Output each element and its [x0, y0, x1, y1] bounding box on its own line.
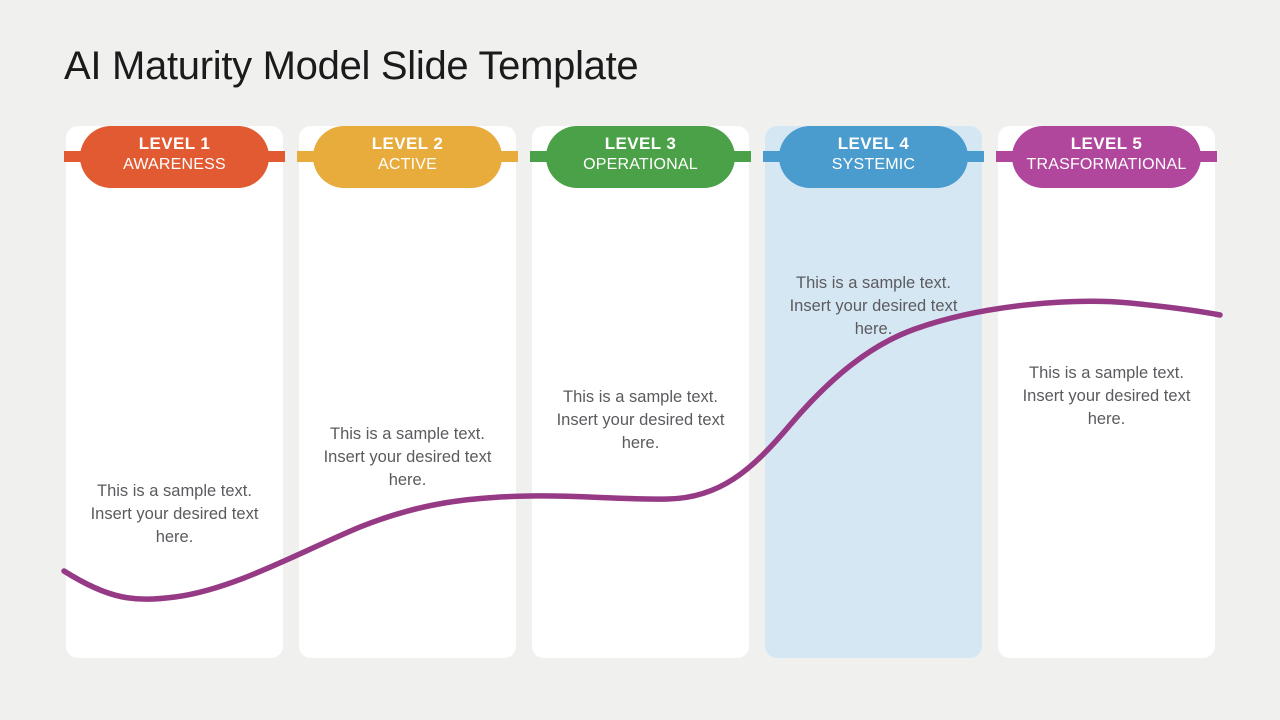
level-body-text-1: This is a sample text. Insert your desir…	[90, 482, 259, 546]
level-body-text-3: This is a sample text. Insert your desir…	[556, 388, 725, 452]
level-body-text-2: This is a sample text. Insert your desir…	[323, 425, 492, 489]
level-pill-1[interactable]: LEVEL 1 AWARENESS	[80, 126, 269, 188]
connector-tab-right-2	[496, 151, 518, 162]
level-card-4[interactable]	[765, 126, 982, 658]
connector-tab-right-1	[263, 151, 285, 162]
connector-tab-right-3	[729, 151, 751, 162]
connector-tab-left-3	[530, 151, 552, 162]
level-pill-5[interactable]: LEVEL 5 TRASFORMATIONAL	[1012, 126, 1201, 188]
level-body-text-5: This is a sample text. Insert your desir…	[1022, 364, 1191, 428]
level-number-label-5: LEVEL 5	[1070, 134, 1143, 153]
connector-tab-left-5	[996, 151, 1018, 162]
connector-tab-left-1	[64, 151, 86, 162]
level-pill-2[interactable]: LEVEL 2 ACTIVE	[313, 126, 502, 188]
level-number-label-1: LEVEL 1	[138, 134, 211, 153]
level-header-3[interactable]: LEVEL 3 OPERATIONAL	[530, 126, 751, 188]
connector-tab-right-5	[1195, 151, 1217, 162]
level-pill-3[interactable]: LEVEL 3 OPERATIONAL	[546, 126, 735, 188]
level-stage-name-1: AWARENESS	[123, 156, 226, 173]
level-header-2[interactable]: LEVEL 2 ACTIVE	[297, 126, 518, 188]
connector-tab-left-4	[763, 151, 785, 162]
level-stage-name-5: TRASFORMATIONAL	[1026, 156, 1187, 173]
level-number-label-2: LEVEL 2	[371, 134, 444, 153]
level-pill-4[interactable]: LEVEL 4 SYSTEMIC	[779, 126, 968, 188]
page-title: AI Maturity Model Slide Template	[64, 44, 639, 88]
level-stage-name-3: OPERATIONAL	[583, 156, 698, 173]
level-stage-name-4: SYSTEMIC	[831, 156, 916, 173]
level-card-2[interactable]	[299, 126, 516, 658]
level-header-1[interactable]: LEVEL 1 AWARENESS	[64, 126, 285, 188]
level-number-label-3: LEVEL 3	[604, 134, 677, 153]
level-number-label-4: LEVEL 4	[837, 134, 910, 153]
level-stage-name-2: ACTIVE	[378, 156, 437, 173]
level-header-4[interactable]: LEVEL 4 SYSTEMIC	[763, 126, 984, 188]
level-card-1[interactable]	[66, 126, 283, 658]
connector-tab-left-2	[297, 151, 319, 162]
level-body-text-4: This is a sample text. Insert your desir…	[789, 274, 958, 338]
level-header-5[interactable]: LEVEL 5 TRASFORMATIONAL	[996, 126, 1217, 188]
connector-tab-right-4	[962, 151, 984, 162]
